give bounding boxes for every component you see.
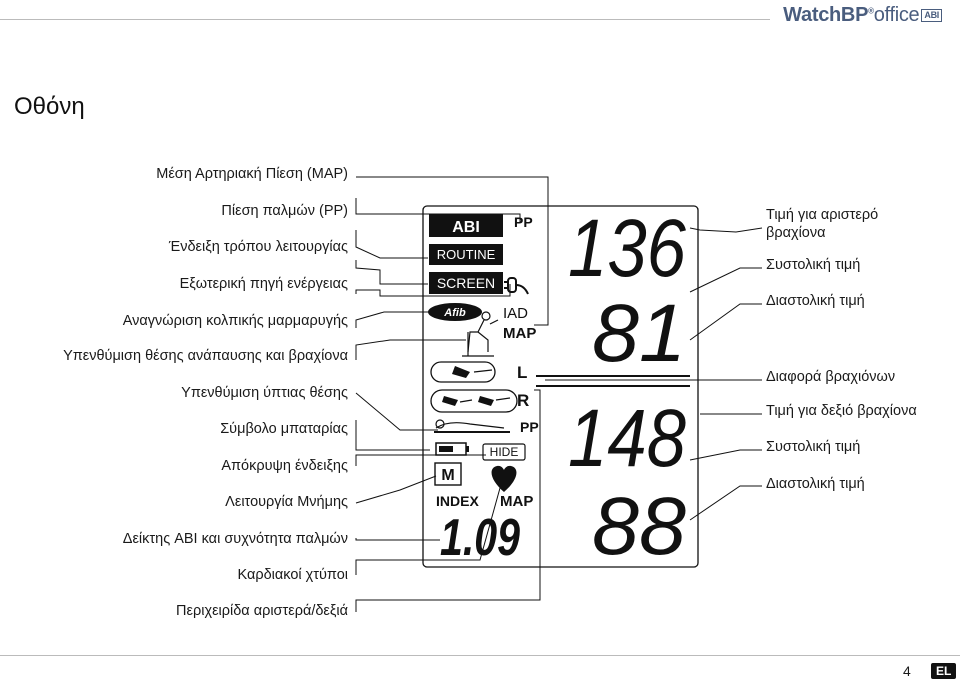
label-left-diastolic: Διαστολική τιμή [766,293,865,309]
page-number: 4 [903,663,911,679]
routine-tag: ROUTINE [437,247,496,262]
right-leader-lines [545,227,763,521]
supine-person-icon [434,419,510,433]
memory-icon: M [441,467,454,484]
label-supine-reminder: Υπενθύμιση ύπτιας θέσης [181,385,348,401]
heart-icon [491,465,517,492]
left-diastolic-value: 81 [592,288,686,379]
footer-rule [0,655,960,656]
pp-top-label: PP [514,214,533,230]
abi-tag: ABI [452,219,480,236]
label-arm-difference: Διαφορά βραχιόνων [766,369,896,385]
hide-indicator: HIDE [490,445,519,459]
label-memory: Λειτουργία Μνήμης [225,494,348,510]
right-cuff-label: R [517,391,529,410]
pp-bottom-label: PP [520,419,539,435]
screen-tag: SCREEN [437,275,495,291]
left-cuff-label: L [517,363,527,382]
abi-index-value: 1.09 [440,509,520,567]
map-top-label: MAP [503,325,536,342]
label-mode-indicator: Ένδειξη τρόπου λειτουργίας [168,239,348,255]
label-cuff-side: Περιχειρίδα αριστερά/δεξιά [176,603,348,619]
label-right-diastolic: Διαστολική τιμή [766,476,865,492]
label-rest-reminder: Υπενθύμιση θέσης ανάπαυσης και βραχίονα [63,348,348,364]
label-left-systolic: Συστολική τιμή [766,257,861,273]
label-pulse-pressure: Πίεση παλμών (PP) [221,203,348,219]
page-title: Οθόνη [14,93,85,120]
label-map: Μέση Αρτηριακή Πίεση (MAP) [156,166,348,182]
label-right-systolic: Συστολική τιμή [766,439,861,455]
afib-badge: Afib [443,307,466,319]
seated-person-icon [462,311,499,357]
left-leader-lines [355,176,549,612]
right-systolic-value: 148 [568,393,686,484]
index-label: INDEX [436,493,479,509]
map-bottom-label: MAP [500,493,533,510]
label-abi-index: Δείκτης ABI και συχνότητα παλμών [122,531,348,547]
label-left-arm-value: Τιμή για αριστερό βραχίονα [766,207,879,241]
label-battery: Σύμβολο μπαταρίας [220,421,348,437]
label-hide: Απόκρυψη ένδειξης [221,458,348,474]
plug-icon [504,277,529,295]
label-external-power: Εξωτερική πηγή ενέργειας [179,276,348,292]
language-badge: EL [931,663,957,679]
label-right-arm-value: Τιμή για δεξιό βραχίονα [766,403,917,419]
left-systolic-value: 136 [568,203,686,294]
right-diastolic-value: 88 [592,481,686,572]
label-afib: Αναγνώριση κολπικής μαρμαρυγής [122,313,348,329]
iad-label: IAD [503,305,528,322]
header-rule [0,19,770,20]
label-heartbeat: Καρδιακοί χτύποι [237,567,348,583]
